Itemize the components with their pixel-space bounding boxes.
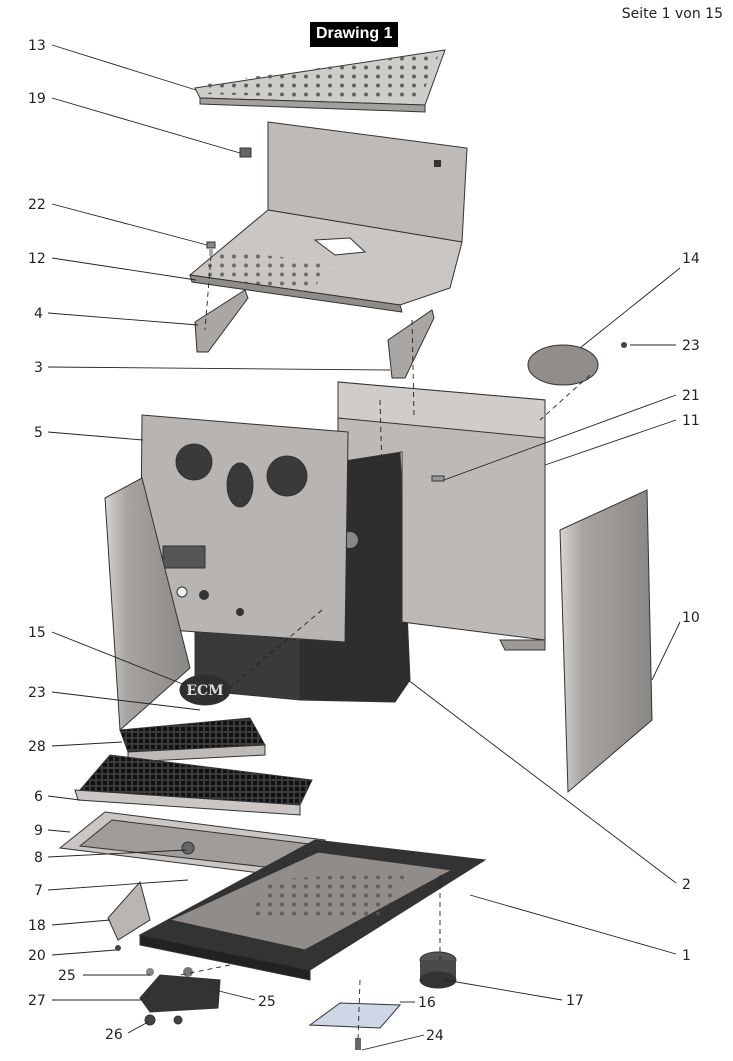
callout-18: 18 bbox=[28, 918, 46, 934]
callout-labels: 13 19 22 12 4 3 5 15 23 28 6 9 8 7 18 20… bbox=[28, 38, 700, 1044]
callout-1: 1 bbox=[682, 948, 691, 964]
part-14-round-plate bbox=[527, 344, 599, 386]
callout-12: 12 bbox=[28, 251, 46, 267]
part-4-bracket bbox=[194, 289, 249, 353]
part-27-valve-block bbox=[139, 967, 221, 1013]
side-panel-left bbox=[104, 477, 191, 732]
part-10-side-panel-right bbox=[559, 489, 653, 794]
part-26-nut-2 bbox=[173, 1015, 183, 1025]
callout-19: 19 bbox=[28, 91, 46, 107]
ecm-logo-text: ECM bbox=[186, 683, 223, 699]
callout-28: 28 bbox=[28, 739, 46, 755]
callout-25-right: 25 bbox=[258, 994, 276, 1010]
part-23-screw-upper bbox=[621, 342, 627, 348]
part-16-cover-plate bbox=[308, 1002, 402, 1029]
callout-10: 10 bbox=[682, 610, 700, 626]
callout-26: 26 bbox=[105, 1027, 123, 1043]
callout-22: 22 bbox=[28, 197, 46, 213]
part-12-upper-frame bbox=[188, 121, 468, 313]
callout-14: 14 bbox=[682, 251, 700, 267]
callout-27: 27 bbox=[28, 993, 46, 1009]
part-24-screw bbox=[355, 1038, 361, 1050]
part-20-screw bbox=[115, 945, 121, 951]
leader-lines bbox=[47, 44, 681, 1051]
callout-3: 3 bbox=[34, 360, 43, 376]
callout-21: 21 bbox=[682, 388, 700, 404]
callout-11: 11 bbox=[682, 413, 700, 429]
drawing-title: Drawing 1 bbox=[310, 22, 399, 47]
assembly-lines bbox=[179, 255, 591, 1041]
part-28-grid-insert bbox=[119, 717, 266, 763]
callout-13: 13 bbox=[28, 38, 46, 54]
callout-5: 5 bbox=[34, 425, 43, 441]
part-3-bracket bbox=[387, 309, 435, 379]
callout-23-lower: 23 bbox=[28, 685, 46, 701]
part-18-guard bbox=[107, 880, 151, 941]
part-21-screw bbox=[431, 475, 445, 482]
callout-15: 15 bbox=[28, 625, 46, 641]
callout-24: 24 bbox=[426, 1028, 444, 1044]
callout-16: 16 bbox=[418, 995, 436, 1011]
part-8-knob bbox=[181, 841, 195, 855]
callout-20: 20 bbox=[28, 948, 46, 964]
part-15-ecm-badge: ECM bbox=[179, 674, 231, 706]
part-1-base-frame bbox=[138, 839, 487, 981]
callout-8: 8 bbox=[34, 850, 43, 866]
callout-23-upper: 23 bbox=[682, 338, 700, 354]
callout-4: 4 bbox=[34, 306, 43, 322]
callout-2: 2 bbox=[682, 877, 691, 893]
part-17-foot bbox=[419, 951, 457, 989]
part-11-back-panel bbox=[337, 381, 546, 651]
callout-6: 6 bbox=[34, 789, 43, 805]
page-label: Seite 1 von 15 bbox=[621, 6, 723, 22]
part-19-clip bbox=[239, 147, 252, 158]
part-13-top-grid bbox=[194, 49, 446, 113]
part-26-nut bbox=[144, 1014, 156, 1026]
callout-7: 7 bbox=[34, 883, 43, 899]
callout-17: 17 bbox=[566, 993, 584, 1009]
callout-25-left: 25 bbox=[58, 968, 76, 984]
callout-9: 9 bbox=[34, 823, 43, 839]
part-6-drip-grid bbox=[74, 754, 313, 816]
